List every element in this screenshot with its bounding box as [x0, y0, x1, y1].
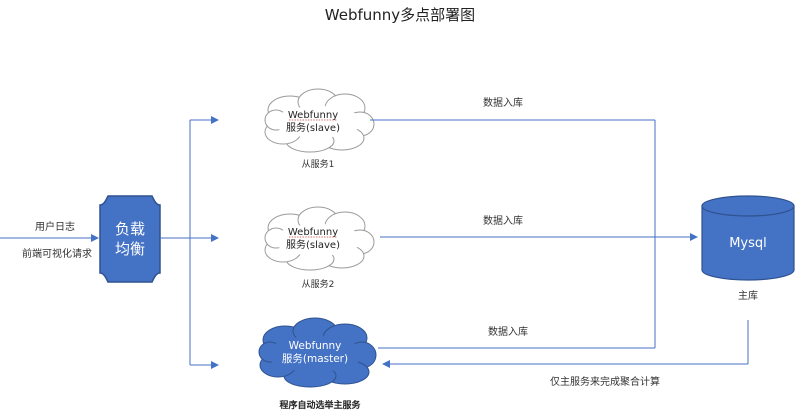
write-label-slave1: 数据入库	[483, 96, 523, 109]
write-label-master: 数据入库	[488, 325, 528, 338]
slave2-cloud-fill	[274, 224, 362, 256]
mysql-cylinder-top	[701, 195, 795, 217]
slave2-caption: 从服务2	[302, 278, 335, 290]
slave1-caption: 从服务1	[302, 158, 335, 170]
load-balancer-label-line2: 均衡	[115, 240, 145, 258]
mysql-label: Mysql	[729, 236, 767, 251]
write-label-slave2: 数据入库	[483, 214, 523, 227]
master-cloud-fill	[267, 336, 363, 372]
slave1-node: Webfunny 服务(slave) 从服务1	[264, 88, 375, 170]
slave2-node: Webfunny 服务(slave) 从服务2	[264, 206, 375, 290]
mysql-cylinder-body	[701, 205, 795, 281]
master-label-line2: 服务(master)	[282, 352, 348, 365]
slave1-label-line1: Webfunny	[288, 110, 338, 121]
aggregate-label: 仅主服务来完成聚合计算	[550, 375, 660, 388]
master-label-line1: Webfunny	[289, 340, 342, 352]
master-node: Webfunny 服务(master) 程序自动选举主服务	[258, 317, 377, 411]
input-label-user-logs: 用户日志	[35, 220, 75, 233]
input-label-frontend-requests: 前端可视化请求	[22, 247, 92, 260]
slave1-cloud-fill	[274, 106, 362, 138]
load-balancer: 负载 均衡	[99, 195, 161, 283]
slave2-label-line2: 服务(slave)	[286, 238, 340, 251]
diagram-title: Webfunny多点部署图	[325, 6, 475, 24]
mysql-database: Mysql 主库	[701, 195, 795, 302]
mysql-caption: 主库	[738, 289, 758, 302]
master-caption: 程序自动选举主服务	[279, 399, 361, 411]
slave1-label-line2: 服务(slave)	[286, 121, 340, 134]
load-balancer-label-line1: 负载	[115, 220, 145, 238]
load-balancer-shape	[99, 195, 161, 283]
slave2-label-line1: Webfunny	[288, 227, 338, 238]
